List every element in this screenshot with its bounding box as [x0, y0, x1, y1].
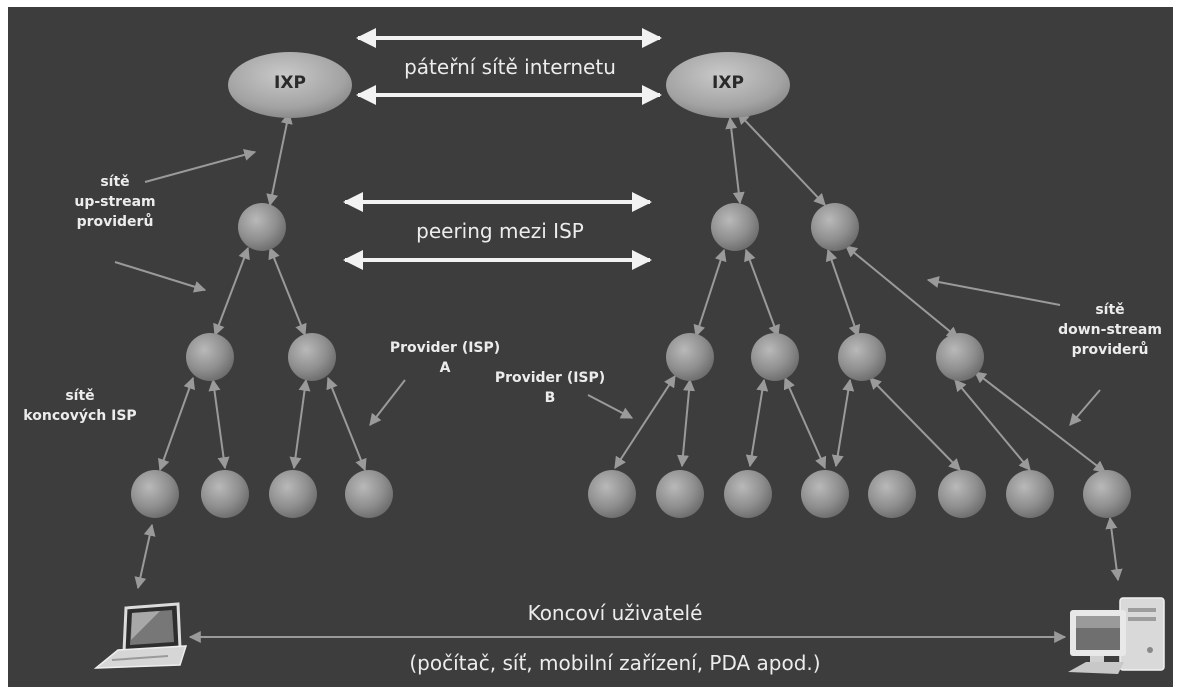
end-isp-label-line1: sítě — [65, 388, 95, 404]
provider-b-label-line1: Provider (ISP) — [494, 370, 606, 386]
provider-a-label-line1: Provider (ISP) — [389, 340, 501, 356]
node-upstream-b1 — [711, 203, 759, 251]
ixp-node-right — [666, 52, 790, 118]
network-nodes — [131, 203, 1131, 518]
node-end-b5 — [868, 470, 916, 518]
connection-links — [134, 111, 1123, 643]
node-upstream-b2 — [811, 203, 859, 251]
node-isp-b1 — [666, 333, 714, 381]
downstream-label-line3: providerů — [1071, 342, 1149, 358]
end-isp-label-line2: koncových ISP — [23, 408, 137, 424]
backbone-label: páteřní sítě internetu — [404, 55, 616, 79]
provider-b-label-line2: B — [544, 390, 556, 406]
ixp-node-left — [228, 52, 352, 118]
node-end-a2 — [201, 470, 249, 518]
node-end-b6 — [938, 470, 986, 518]
node-end-b4 — [801, 470, 849, 518]
ixp-label-left: IXP — [274, 73, 306, 93]
end-users-subtitle: (počítač, síť, mobilní zařízení, PDA apo… — [409, 651, 821, 675]
end-users-title: Koncoví uživatelé — [527, 601, 703, 625]
upstream-label-line2: up-stream — [74, 194, 156, 210]
node-end-b3 — [724, 470, 772, 518]
node-end-b8 — [1083, 470, 1131, 518]
node-isp-a1 — [186, 333, 234, 381]
provider-b-label: Provider (ISP) B — [480, 368, 620, 408]
peering-arrows — [343, 192, 652, 270]
node-end-b1 — [588, 470, 636, 518]
ixp-label-right: IXP — [712, 73, 744, 93]
upstream-label-line3: providerů — [76, 214, 154, 230]
end-isp-label: sítě koncových ISP — [15, 386, 145, 426]
peering-label: peering mezi ISP — [416, 219, 584, 243]
node-end-b7 — [1006, 470, 1054, 518]
backbone-arrows — [356, 28, 662, 105]
node-end-a1 — [131, 470, 179, 518]
downstream-label: sítě down-stream providerů — [1050, 300, 1170, 360]
laptop-icon — [93, 602, 188, 669]
downstream-label-line1: sítě — [1095, 302, 1125, 318]
upstream-label-line1: sítě — [100, 174, 130, 190]
desktop-computer-icon — [1068, 597, 1165, 674]
node-isp-b4 — [936, 333, 984, 381]
node-end-a3 — [269, 470, 317, 518]
node-isp-a2 — [288, 333, 336, 381]
downstream-label-line2: down-stream — [1058, 322, 1162, 338]
node-upstream-a — [238, 203, 286, 251]
upstream-label: sítě up-stream providerů — [55, 172, 175, 232]
node-isp-b3 — [838, 333, 886, 381]
node-isp-b2 — [751, 333, 799, 381]
provider-a-label: Provider (ISP) A — [375, 338, 515, 378]
provider-a-label-line2: A — [439, 360, 451, 376]
node-end-a4 — [345, 470, 393, 518]
label-pointers — [114, 149, 1101, 426]
node-end-b2 — [656, 470, 704, 518]
